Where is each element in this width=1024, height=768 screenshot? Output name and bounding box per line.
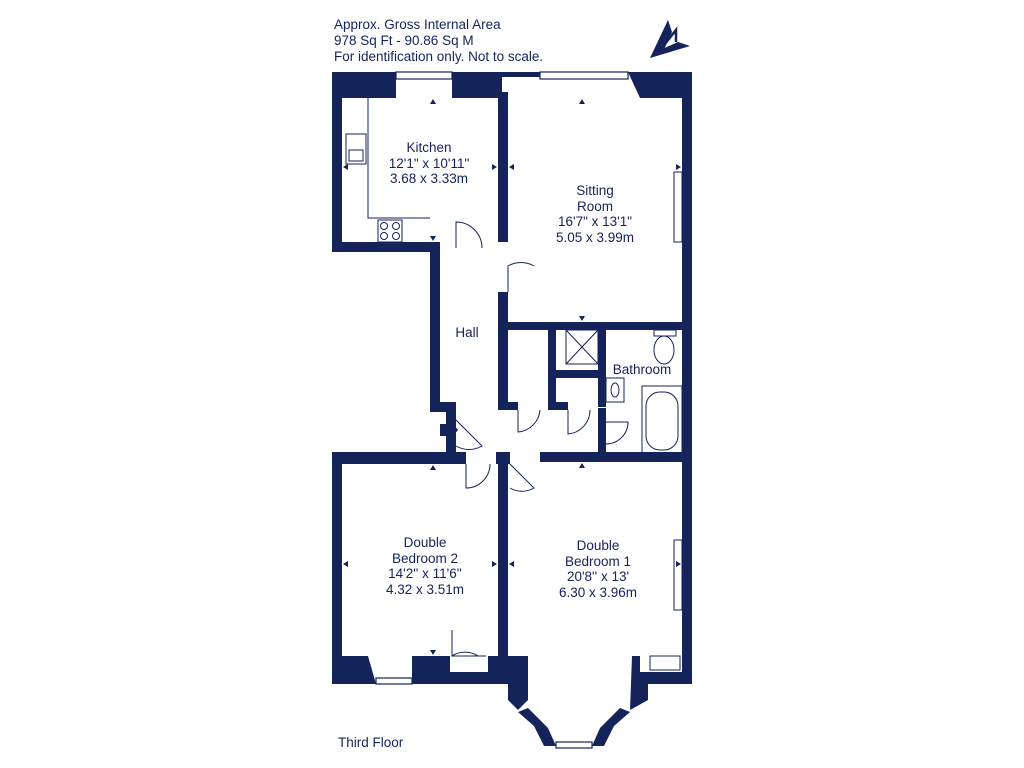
shower-icon bbox=[565, 329, 599, 365]
sitting-room-name-1: Sitting bbox=[576, 183, 614, 198]
bedroom2-imperial: 14'2'' x 11'6'' bbox=[388, 566, 462, 581]
area-title: Approx. Gross Internal Area bbox=[334, 17, 501, 32]
wall-top-left bbox=[332, 72, 396, 98]
hall-label: Hall bbox=[455, 325, 478, 341]
disclaimer: For identification only. Not to scale. bbox=[334, 49, 544, 64]
wall-right bbox=[682, 72, 692, 684]
north-arrow-icon bbox=[650, 20, 690, 58]
bedroom2-name-1: Double bbox=[403, 535, 447, 550]
bathroom-name: Bathroom bbox=[612, 362, 672, 377]
bathroom-label: Bathroom bbox=[613, 362, 672, 378]
sitting-room-metric: 5.05 x 3.99m bbox=[555, 229, 635, 245]
kitchen-metric: 3.68 x 3.33m bbox=[389, 171, 469, 186]
wall-left-lower bbox=[332, 452, 342, 684]
toilet-icon bbox=[653, 329, 677, 365]
bedroom1-label: Double Bedroom 1 20'8'' x 13' 6.30 x 3.9… bbox=[559, 538, 637, 600]
area-info: Approx. Gross Internal Area 978 Sq Ft - … bbox=[334, 17, 543, 65]
wall-left-upper bbox=[332, 72, 342, 252]
wall-top-right bbox=[628, 72, 692, 98]
hall-name: Hall bbox=[455, 325, 479, 340]
entrance-arrow-icon bbox=[440, 418, 458, 442]
wall-hall-left bbox=[430, 242, 440, 412]
bedroom2-label: Double Bedroom 2 14'2'' x 11'6'' 4.32 x … bbox=[386, 535, 464, 597]
floor-label: Third Floor bbox=[338, 735, 404, 750]
kitchen-imperial: 12'1" x 10'11" bbox=[388, 155, 470, 171]
bedroom1-name-2: Bedroom 1 bbox=[564, 553, 632, 569]
hob-icon bbox=[377, 219, 403, 243]
sink-icon bbox=[345, 133, 367, 165]
bedroom2-metric: 4.32 x 3.51m bbox=[385, 581, 465, 597]
wall-top-mid bbox=[452, 72, 540, 98]
area-value: 978 Sq Ft - 90.86 Sq M bbox=[334, 33, 474, 48]
sitting-room-name-2: Room bbox=[576, 198, 614, 214]
basin-icon bbox=[605, 377, 625, 403]
kitchen-name: Kitchen bbox=[406, 140, 452, 155]
bedroom2-name-2: Bedroom 2 bbox=[391, 550, 459, 566]
kitchen-label: Kitchen 12'1" x 10'11" 3.68 x 3.33m bbox=[389, 140, 470, 187]
bedroom1-name-1: Double bbox=[576, 538, 620, 553]
bedroom1-metric: 6.30 x 3.96m bbox=[558, 584, 638, 600]
sitting-room-label: Sitting Room 16'7" x 13'1" 5.05 x 3.99m bbox=[556, 183, 634, 245]
bath-icon bbox=[641, 385, 683, 457]
bedroom1-imperial: 20'8'' x 13' bbox=[566, 569, 630, 584]
sitting-room-imperial: 16'7" x 13'1" bbox=[557, 214, 633, 229]
